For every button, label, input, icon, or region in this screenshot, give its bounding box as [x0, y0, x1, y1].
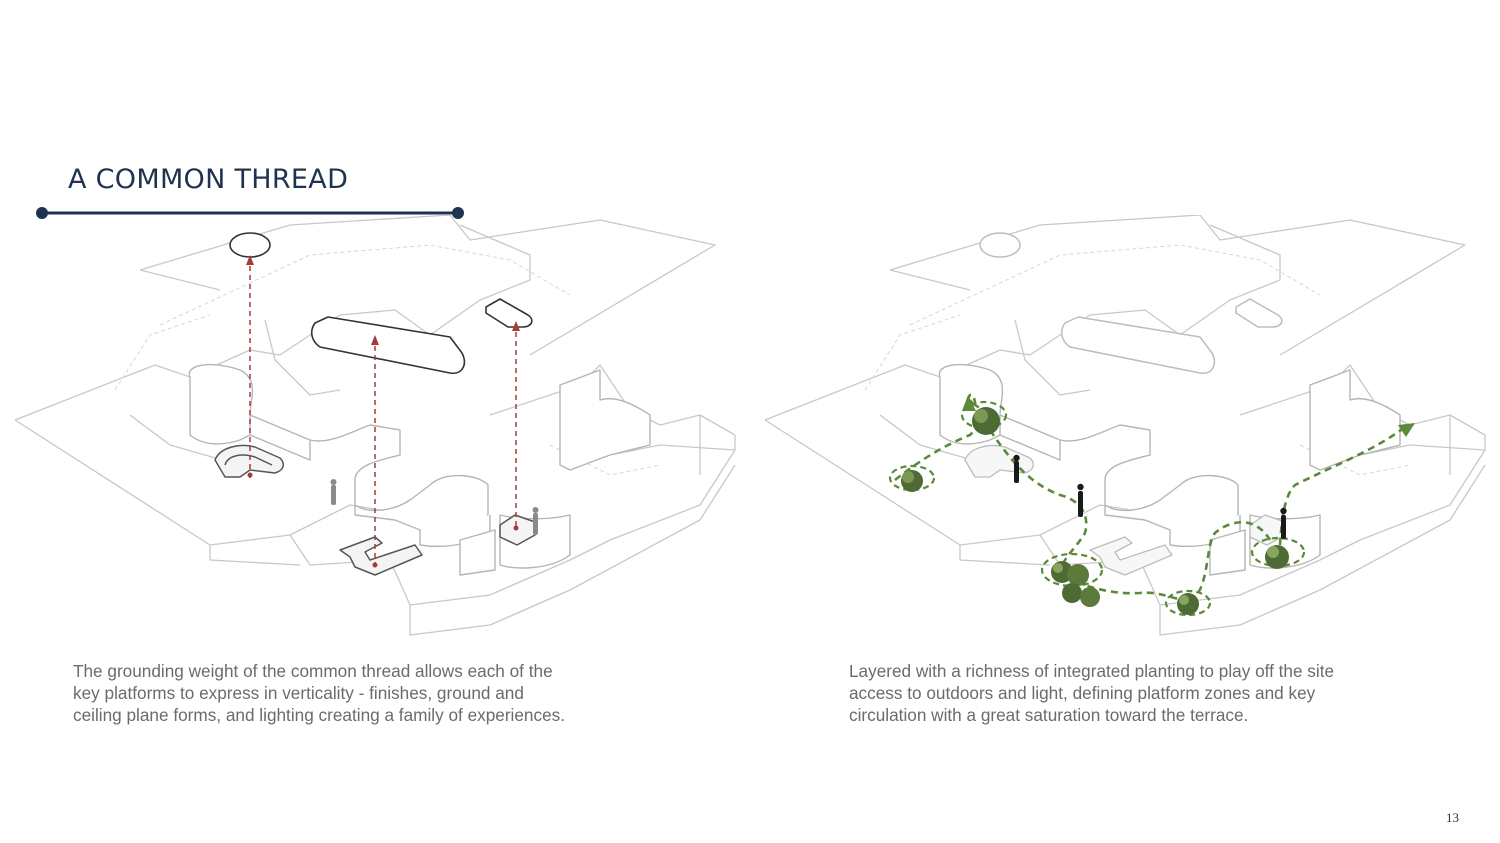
platform-seating	[214, 444, 536, 576]
tree-canopies	[901, 407, 1289, 615]
vertical-axis-arrows	[249, 257, 517, 565]
people-silhouettes	[330, 479, 539, 535]
site-outline	[764, 215, 1486, 636]
slide-title: A COMMON THREAD	[68, 164, 349, 195]
planting-zone-rings	[888, 400, 1306, 617]
arrowheads	[962, 395, 1415, 437]
axonometric-diagram-verticality	[14, 215, 736, 636]
left-caption-line: The grounding weight of the common threa…	[73, 661, 553, 681]
axonometric-diagram-planting	[764, 215, 1486, 636]
right-caption-line: circulation with a great saturation towa…	[849, 705, 1249, 725]
ceiling-forms	[229, 232, 533, 375]
page-number: 13	[1446, 810, 1459, 825]
people-silhouettes	[1013, 454, 1287, 539]
arrowheads	[246, 255, 520, 568]
left-caption: The grounding weight of the common threa…	[73, 660, 673, 726]
ceiling-forms	[979, 232, 1283, 374]
left-caption-line: key platforms to express in verticality …	[73, 683, 524, 703]
right-caption-line: access to outdoors and light, defining p…	[849, 683, 1316, 703]
right-caption-line: Layered with a richness of integrated pl…	[849, 661, 1335, 681]
left-caption-line: ceiling plane forms, and lighting creati…	[73, 705, 566, 725]
right-caption: Layered with a richness of integrated pl…	[849, 660, 1449, 726]
title-underline	[36, 207, 464, 219]
